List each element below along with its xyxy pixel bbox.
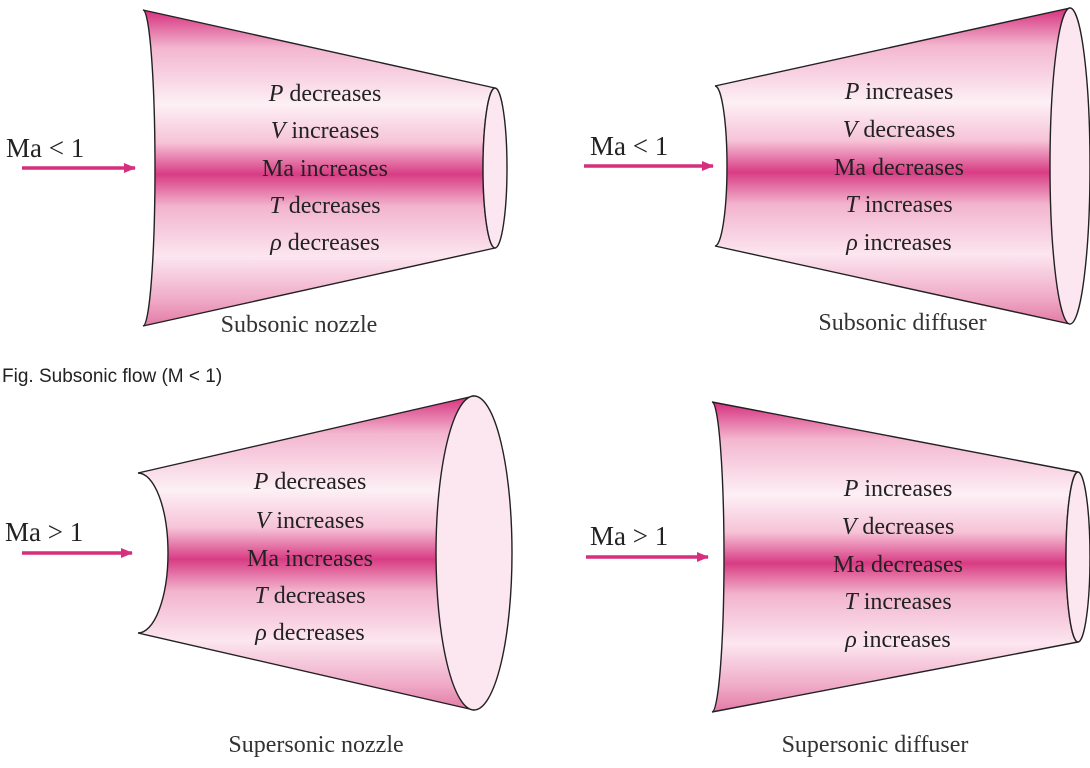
property-trend: decreases (267, 620, 365, 646)
property-symbol: T (254, 583, 269, 609)
property-trend: Ma decreases (833, 552, 963, 578)
property-symbol: T (845, 192, 860, 218)
end-face (1049, 7, 1090, 325)
property-line: ρ decreases (254, 620, 364, 646)
property-line: T decreases (254, 583, 365, 609)
property-symbol: T (269, 193, 284, 219)
property-line: P decreases (253, 469, 367, 495)
panel-caption: Subsonic nozzle (221, 312, 378, 338)
inlet-mach-label: Ma < 1 (590, 131, 668, 161)
figure-caption: Fig. Subsonic flow (M < 1) (2, 366, 223, 387)
property-trend: decreases (856, 514, 954, 540)
panel-caption: Supersonic diffuser (782, 732, 969, 758)
property-line: Ma decreases (834, 155, 964, 181)
property-line: V decreases (842, 514, 955, 540)
property-symbol: ρ (845, 230, 858, 256)
property-line: Ma increases (247, 546, 373, 572)
property-trend: decreases (857, 117, 955, 143)
property-trend: Ma decreases (834, 155, 964, 181)
property-trend: increases (858, 476, 952, 502)
property-trend: decreases (283, 193, 381, 219)
property-trend: Ma increases (247, 546, 373, 572)
property-trend: increases (270, 508, 364, 534)
property-trend: increases (285, 118, 379, 144)
panel-caption: Supersonic nozzle (228, 732, 403, 758)
property-trend: Ma increases (262, 156, 388, 182)
property-symbol: ρ (269, 230, 282, 256)
property-symbol: ρ (254, 620, 267, 646)
property-line: ρ decreases (269, 230, 379, 256)
property-symbol: P (268, 81, 284, 107)
property-line: V decreases (843, 117, 956, 143)
end-face (1065, 471, 1090, 643)
property-symbol: V (842, 514, 859, 540)
property-line: V increases (271, 118, 380, 144)
property-symbol: V (256, 508, 273, 534)
property-line: P decreases (268, 81, 382, 107)
property-trend: decreases (283, 81, 381, 107)
property-symbol: P (843, 476, 859, 502)
property-line: T increases (845, 192, 952, 218)
property-trend: increases (859, 79, 953, 105)
property-symbol: P (844, 79, 860, 105)
end-face (435, 395, 513, 711)
property-line: Ma increases (262, 156, 388, 182)
property-trend: increases (859, 192, 953, 218)
inlet-mach-label: Ma < 1 (6, 133, 84, 163)
property-line: Ma decreases (833, 552, 963, 578)
property-trend: increases (858, 230, 952, 256)
property-trend: decreases (268, 469, 366, 495)
inlet-mach-label: Ma > 1 (5, 517, 83, 547)
end-face (482, 87, 508, 249)
property-line: V increases (256, 508, 365, 534)
property-line: T decreases (269, 193, 380, 219)
property-symbol: P (253, 469, 269, 495)
property-line: P increases (844, 79, 954, 105)
property-line: ρ increases (845, 230, 951, 256)
panel-caption: Subsonic diffuser (818, 310, 986, 336)
property-trend: increases (857, 627, 951, 653)
inlet-mach-label: Ma > 1 (590, 521, 668, 551)
property-symbol: V (843, 117, 860, 143)
property-symbol: T (844, 589, 859, 615)
property-symbol: V (271, 118, 288, 144)
property-trend: decreases (268, 583, 366, 609)
property-symbol: ρ (844, 627, 857, 653)
property-trend: decreases (282, 230, 380, 256)
property-trend: increases (858, 589, 952, 615)
property-line: P increases (843, 476, 953, 502)
property-line: ρ increases (844, 627, 950, 653)
property-line: T increases (844, 589, 951, 615)
